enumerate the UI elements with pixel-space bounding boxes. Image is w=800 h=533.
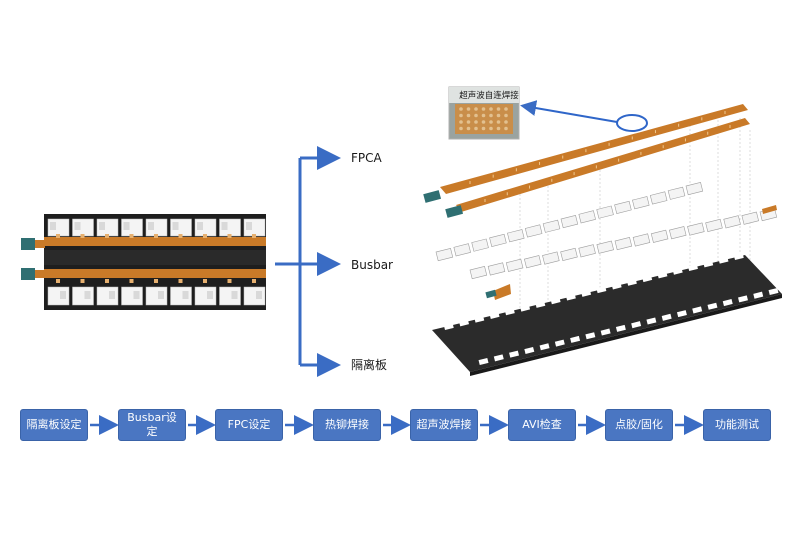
fpc-connector-rear — [423, 190, 442, 203]
fpc-strip-upper — [44, 237, 266, 246]
process-step-3: FPC设定 — [215, 409, 283, 441]
fpc-connector-front — [445, 205, 464, 218]
branch-label-separator: 隔离板 — [351, 358, 388, 372]
process-step-1: 隔离板设定 — [20, 409, 88, 441]
branch-label-busbar: Busbar — [351, 258, 393, 272]
inset-caption: 超声波自连焊接 — [459, 91, 519, 101]
busbar-layer — [435, 182, 778, 280]
process-step-8: 功能测试 — [703, 409, 771, 441]
inset-pointer-arrow — [520, 100, 618, 123]
process-step-2: Busbar设定 — [118, 409, 186, 441]
process-step-5: 超声波焊接 — [410, 409, 478, 441]
branch-label-fpca: FPCA — [351, 151, 382, 165]
fpc-strip-lower — [44, 269, 266, 278]
module-connector-lower — [21, 268, 35, 280]
fpc-strip-rear — [440, 104, 748, 194]
process-step-4: 热铆焊接 — [313, 409, 381, 441]
exploded-view-image — [423, 86, 782, 376]
branch-arrows — [275, 146, 341, 377]
separator-plate — [432, 255, 782, 372]
process-step-7: 点胶/固化 — [605, 409, 673, 441]
inset-highlight-circle — [616, 114, 648, 132]
process-step-6: AVI检查 — [508, 409, 576, 441]
assembled-module-image — [21, 214, 266, 310]
module-connector-upper — [21, 238, 35, 250]
